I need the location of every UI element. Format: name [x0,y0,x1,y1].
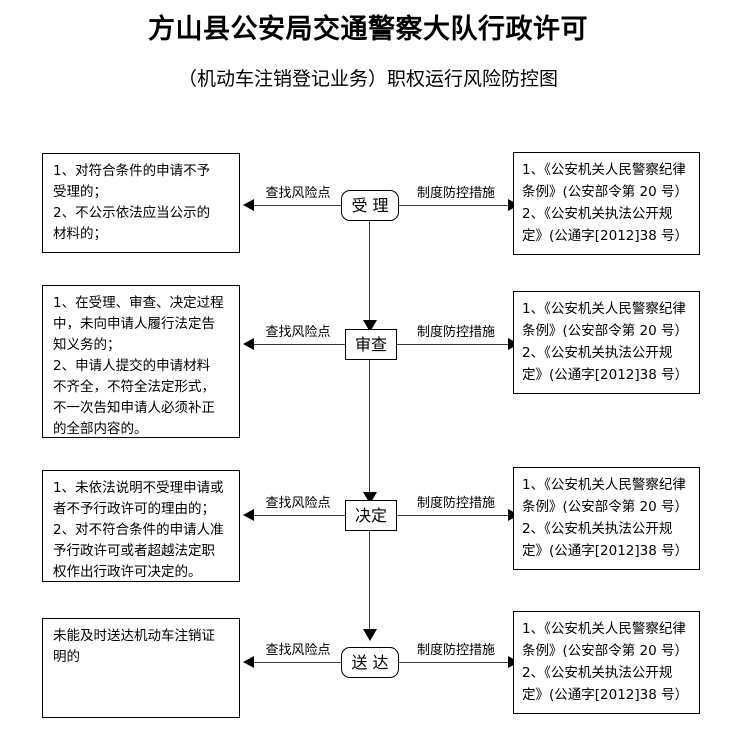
risk-box-2: 1、在受理、审查、决定过程 中，未向申请人履行法定告 知义务的； 2、申请人提交… [42,285,240,438]
arrow-left-4 [243,656,254,668]
risk-line: 中，未向申请人履行法定告 [53,316,215,332]
risk-label-4: 查找风险点 [265,643,331,658]
flow-arrow-3-4-head [363,629,377,641]
flow-arrow-2-3-line [369,360,370,494]
risk-line: 的全部内容的。 [53,421,148,437]
measure-line: 1、《公安机关人民警察纪律 [522,621,686,637]
measure-line: 条例》(公安部令第 20 号） [522,184,689,200]
risk-line: 2、不公示依法应当公示的 [53,205,211,221]
risk-label-2: 查找风险点 [265,325,331,340]
measure-line: 2、《公安机关执法公开规 [522,665,673,681]
arrow-left-2 [243,338,254,350]
risk-line: 1、在受理、审查、决定过程 [53,295,224,311]
connector-left-2 [253,344,345,345]
arrow-left-1 [243,199,254,211]
measure-line: 2、《公安机关执法公开规 [522,521,673,537]
risk-line: 知义务的； [53,337,121,353]
node-shencha[interactable]: 审查 [345,329,397,360]
connector-left-3 [253,515,345,516]
page-subtitle: （机动车注销登记业务）职权运行风险防控图 [177,68,558,90]
measure-line: 定》(公通字[2012]38 号） [522,228,689,244]
measure-line: 1、《公安机关人民警察纪律 [522,477,686,493]
measure-line: 条例》(公安部令第 20 号） [522,643,689,659]
measure-box-2: 1、《公安机关人民警察纪律 条例》(公安部令第 20 号） 2、《公安机关执法公… [513,291,700,394]
measure-box-3: 1、《公安机关人民警察纪律 条例》(公安部令第 20 号） 2、《公安机关执法公… [513,467,700,570]
risk-line: 受理的； [53,184,107,200]
measure-line: 1、《公安机关人民警察纪律 [522,301,686,317]
node-label: 送 达 [351,652,389,672]
flow-arrow-1-2-line [369,221,370,322]
risk-line: 2、对不符合条件的申请人准 [53,522,224,538]
risk-line: 材料的； [53,226,107,242]
measure-line: 2、《公安机关执法公开规 [522,345,673,361]
risk-label-1: 查找风险点 [265,186,331,201]
measure-label-4: 制度防控措施 [416,643,495,658]
risk-label-3: 查找风险点 [265,496,331,511]
measure-label-3: 制度防控措施 [416,496,495,511]
node-shouli[interactable]: 受 理 [341,190,399,221]
connector-left-1 [253,205,341,206]
risk-line: 予行政许可或者超越法定职 [53,543,215,559]
risk-box-4: 未能及时送达机动车注销证 明的 [42,618,240,718]
node-label: 审查 [354,334,387,354]
node-label: 决定 [354,505,387,525]
measure-line: 定》(公通字[2012]38 号） [522,543,689,559]
measure-line: 条例》(公安部令第 20 号） [522,323,689,339]
connector-left-4 [253,662,341,663]
risk-line: 1、对符合条件的申请不予 [53,163,211,179]
flow-arrow-3-4-line [369,531,370,631]
risk-line: 1、未依法说明不受理申请或 [53,480,224,496]
measure-label-1: 制度防控措施 [416,186,495,201]
connector-right-3 [397,515,510,516]
measure-box-4: 1、《公安机关人民警察纪律 条例》(公安部令第 20 号） 2、《公安机关执法公… [513,611,700,714]
measure-line: 2、《公安机关执法公开规 [522,206,673,222]
node-songda[interactable]: 送 达 [341,647,399,678]
measure-box-1: 1、《公安机关人民警察纪律 条例》(公安部令第 20 号） 2、《公安机关执法公… [513,152,700,255]
risk-line: 2、申请人提交的申请材料 [53,358,211,374]
risk-line: 未能及时送达机动车注销证 [53,628,215,644]
risk-line: 权作出行政许可决定的。 [53,564,202,580]
risk-line: 明的 [53,649,80,665]
connector-right-4 [399,662,510,663]
risk-line: 不一次告知申请人必须补正 [53,400,215,416]
measure-line: 条例》(公安部令第 20 号） [522,499,689,515]
risk-line: 不齐全，不符全法定形式， [53,379,215,395]
risk-box-3: 1、未依法说明不受理申请或 者不予行政许可的理由的； 2、对不符合条件的申请人准… [42,470,240,582]
measure-line: 1、《公安机关人民警察纪律 [522,162,686,178]
connector-right-1 [399,205,510,206]
measure-label-2: 制度防控措施 [416,325,495,340]
arrow-left-3 [243,509,254,521]
measure-line: 定》(公通字[2012]38 号） [522,687,689,703]
connector-right-2 [397,344,510,345]
risk-box-1: 1、对符合条件的申请不予 受理的； 2、不公示依法应当公示的 材料的； [42,153,240,253]
node-jueding[interactable]: 决定 [345,500,397,531]
page-title: 方山县公安局交通警察大队行政许可 [148,14,588,45]
risk-line: 者不予行政许可的理由的； [53,501,215,517]
measure-line: 定》(公通字[2012]38 号） [522,367,689,383]
node-label: 受 理 [351,195,389,215]
